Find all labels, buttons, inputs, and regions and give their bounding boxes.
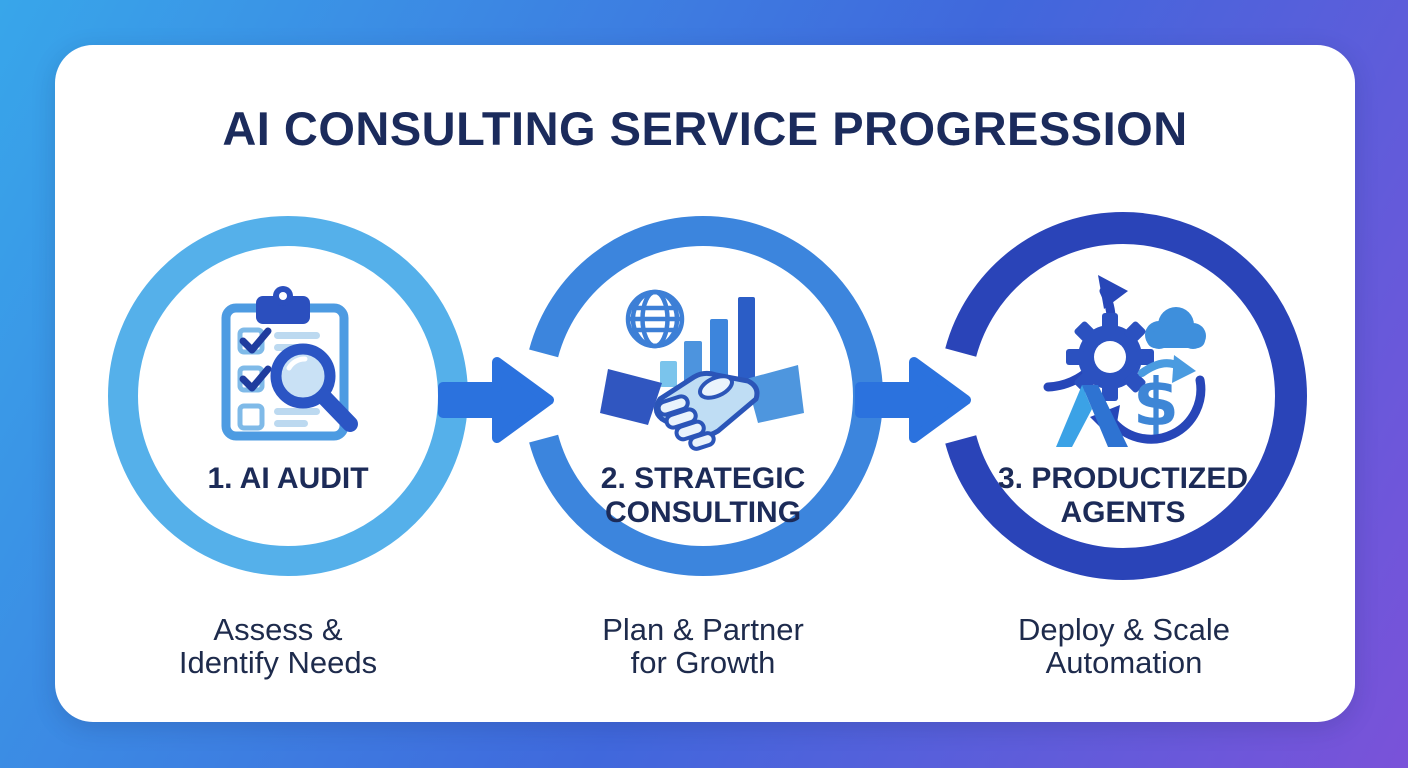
step1-subtitle-line1: Assess & <box>213 612 343 647</box>
clipboard-checklist-magnifier-icon <box>198 278 378 458</box>
infographic-card: AI CONSULTING SERVICE PROGRESSION <box>55 45 1355 722</box>
step1-label-line1: 1. AI AUDIT <box>207 462 369 495</box>
step2-subtitle-line2: for Growth <box>630 645 776 680</box>
svg-text:$: $ <box>1133 364 1179 441</box>
step3-label: 3. PRODUCTIZED AGENTS <box>973 462 1273 530</box>
step1-label: 1. AI AUDIT <box>138 462 438 496</box>
right-arrow-icon <box>438 357 554 443</box>
right-arrow-icon <box>855 357 971 443</box>
step3-label-line1: 3. PRODUCTIZED <box>997 462 1249 495</box>
gear-cloud-dollar-sync-icon: $ <box>1028 275 1218 460</box>
step3-subtitle-line2: Automation <box>1045 645 1203 680</box>
page-title: AI CONSULTING SERVICE PROGRESSION <box>222 102 1188 155</box>
step1-subtitle-line2: Identify Needs <box>178 645 378 680</box>
step2-subtitle-line1: Plan & Partner <box>602 612 804 647</box>
step2-subtitle: Plan & Partner for Growth <box>543 613 863 679</box>
step2-label-line2: CONSULTING <box>604 496 802 529</box>
step3-label-line2: AGENTS <box>1060 496 1186 529</box>
step3-circle <box>939 212 1307 580</box>
step3-subtitle-line1: Deploy & Scale <box>1018 612 1230 647</box>
globe-barchart-handshake-icon <box>598 273 808 468</box>
step2-label-line1: 2. STRATEGIC <box>600 462 806 495</box>
step3-subtitle: Deploy & Scale Automation <box>964 613 1284 679</box>
step1-subtitle: Assess & Identify Needs <box>118 613 438 679</box>
step2-label: 2. STRATEGIC CONSULTING <box>553 462 853 530</box>
